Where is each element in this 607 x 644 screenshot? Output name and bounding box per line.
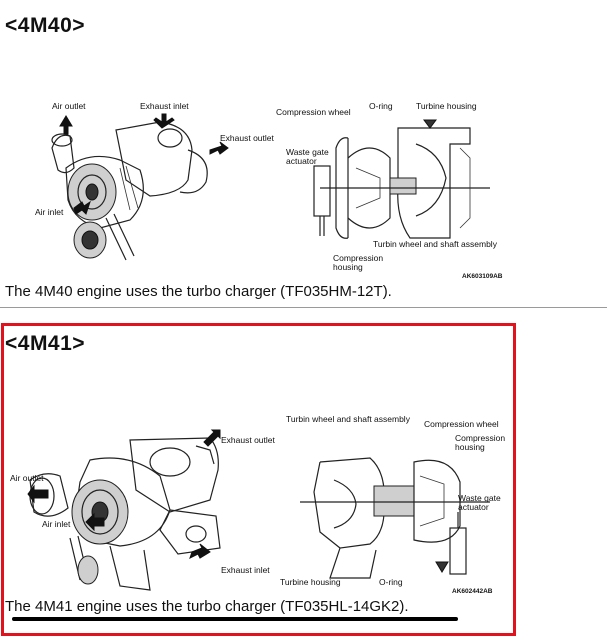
turbo-4m40-cross-section-illustration [313,119,490,239]
label-4m40-waste-gate-actuator: Waste gate actuator [286,147,329,166]
label-4m41-compression-housing: Compression housing [455,433,506,452]
label-4m41-turbin-wheel-shaft: Turbin wheel and shaft assembly [286,414,410,424]
label-4m40-exhaust-inlet: Exhaust inlet [140,101,189,111]
label-4m41-compression-wheel: Compression wheel [424,419,499,429]
label-4m40-air-outlet: Air outlet [52,101,86,111]
figure-code-4m41: AK602442AB [452,588,493,595]
label-4m40-compression-wheel: Compression wheel [276,107,351,117]
turbo-4m41-exterior-illustration [27,429,221,591]
heading-4m40: <4M40> [5,14,86,37]
label-4m41-exhaust-outlet: Exhaust outlet [221,435,275,445]
turbo-4m40-exterior-illustration [51,113,229,261]
turbo-4m41-cross-section-illustration [300,457,490,579]
label-4m41-o-ring: O-ring [379,577,403,587]
label-4m40-air-inlet: Air inlet [35,207,64,217]
label-4m40-turbin-wheel-shaft: Turbin wheel and shaft assembly [373,239,497,249]
label-4m40-turbine-housing: Turbine housing [416,101,477,111]
label-4m40-compression-housing: Compression housing [333,253,384,272]
label-4m41-turbine-housing: Turbine housing [280,577,341,587]
caption-4m41: The 4M41 engine uses the turbo charger (… [5,598,409,615]
highlight-frame-4m41 [1,323,516,636]
caption-4m40: The 4M40 engine uses the turbo charger (… [5,283,392,300]
section-divider [0,307,607,308]
label-4m41-air-outlet: Air outlet [10,473,44,483]
label-4m40-o-ring: O-ring [369,101,393,111]
label-4m40-exhaust-outlet: Exhaust outlet [220,133,274,143]
label-4m41-air-inlet: Air inlet [42,519,71,529]
caption-underline-mark [12,617,458,621]
label-4m41-exhaust-inlet: Exhaust inlet [221,565,270,575]
label-4m41-waste-gate-actuator: Waste gate actuator [458,493,501,512]
heading-4m41: <4M41> [5,332,86,355]
figure-code-4m40: AK603109AB [462,273,503,280]
